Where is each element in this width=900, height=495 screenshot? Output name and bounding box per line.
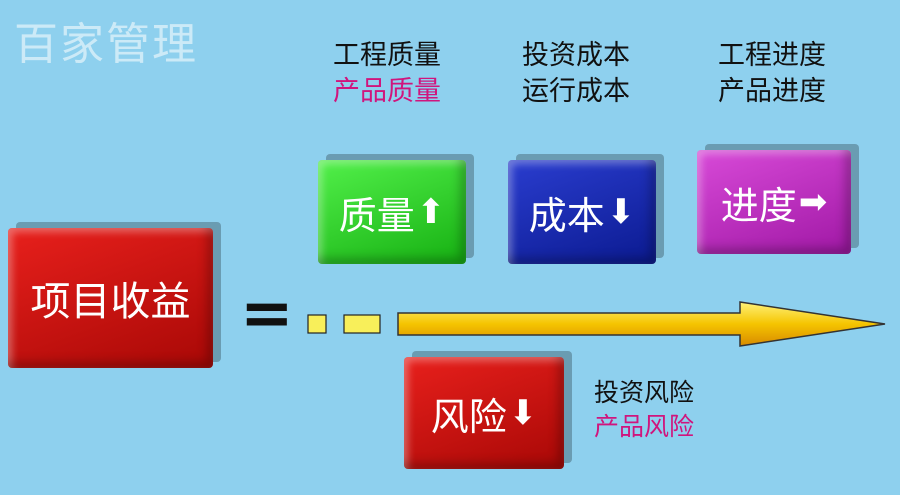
caption-risk-line1: 投资风险 [594, 378, 695, 407]
dash-small [307, 314, 327, 334]
caption-cost-line1: 投资成本 [522, 40, 630, 71]
caption-risk: 投资风险 产品风险 [594, 376, 694, 444]
caption-schedule-line2: 产品进度 [718, 76, 826, 107]
watermark: 百家管理 [14, 19, 198, 70]
arrow-shaft [397, 301, 886, 347]
up-arrow-icon: ⬆ [416, 192, 446, 232]
schedule-label: 进度 [720, 183, 797, 228]
cost-box: 成本 ⬇ [508, 160, 656, 264]
schedule-box: 进度 ➡ [697, 150, 851, 254]
caption-risk-line2: 产品风险 [594, 412, 695, 441]
risk-box: 风险 ⬇ [404, 357, 564, 469]
caption-quality: 工程质量 产品质量 [333, 38, 441, 110]
quality-label: 质量 [338, 193, 415, 238]
risk-label: 风险 [430, 394, 507, 439]
cost-label: 成本 [528, 193, 605, 238]
down-arrow-icon: ⬇ [606, 192, 636, 232]
flow-arrow [307, 301, 886, 347]
quality-box: 质量 ⬆ [318, 160, 466, 264]
caption-cost: 投资成本 运行成本 [522, 38, 630, 110]
caption-quality-line1: 工程质量 [333, 40, 441, 71]
down-arrow-icon: ⬇ [508, 393, 538, 433]
caption-quality-line2: 产品质量 [333, 76, 441, 107]
equals-sign: = [240, 277, 294, 351]
project-revenue-label: 项目收益 [30, 279, 191, 325]
right-arrow-icon: ➡ [798, 182, 828, 222]
dash-medium [343, 314, 381, 334]
project-revenue-box: 项目收益 [8, 228, 213, 368]
caption-schedule: 工程进度 产品进度 [718, 38, 826, 110]
caption-schedule-line1: 工程进度 [718, 40, 826, 71]
caption-cost-line2: 运行成本 [522, 76, 630, 107]
